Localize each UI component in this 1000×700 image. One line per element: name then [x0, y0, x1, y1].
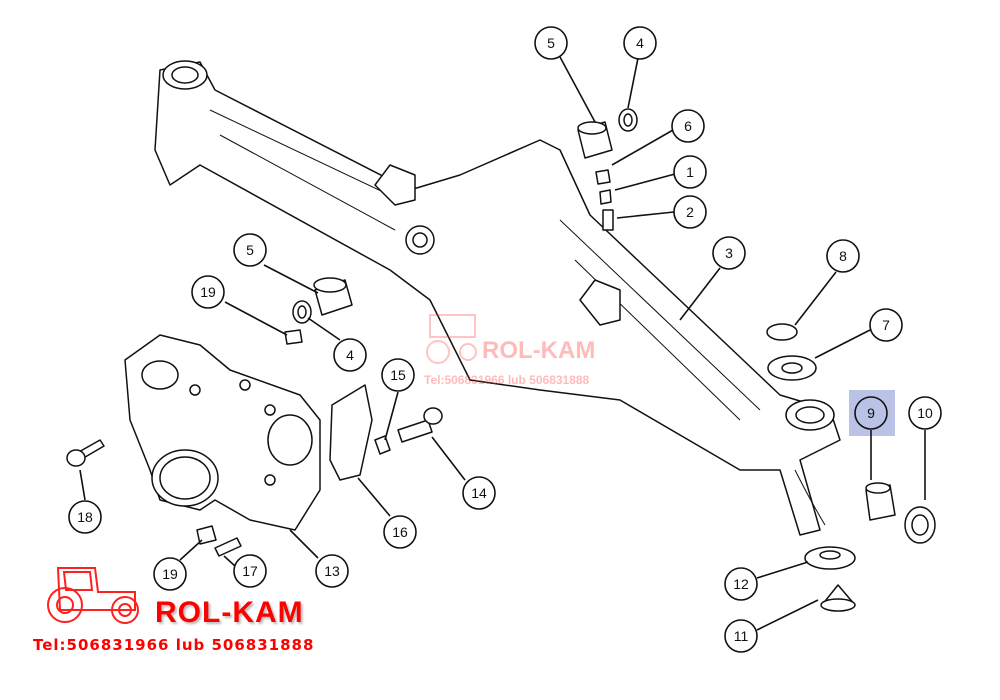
callout-circle: [673, 195, 707, 229]
callout-11[interactable]: 11: [724, 619, 758, 653]
callout-8[interactable]: 8: [826, 239, 860, 273]
callout-5[interactable]: 5: [233, 233, 267, 267]
callout-7[interactable]: 7: [869, 308, 903, 342]
callout-12[interactable]: 12: [724, 567, 758, 601]
callout-9[interactable]: 9: [854, 396, 888, 430]
callout-label: 10: [917, 405, 933, 421]
callout-circle: [673, 155, 707, 189]
callout-label: 16: [392, 524, 408, 540]
callout-circle: [233, 233, 267, 267]
callout-label: 5: [547, 35, 555, 51]
callout-label: 9: [867, 405, 875, 421]
watermark-brand: ROL-KAM: [482, 337, 595, 364]
callout-16[interactable]: 16: [383, 515, 417, 549]
callout-circle: [869, 308, 903, 342]
callout-6[interactable]: 6: [671, 109, 705, 143]
callout-label: 15: [390, 367, 406, 383]
small-parts: [66, 108, 936, 612]
callout-circle: [333, 338, 367, 372]
callout-circle: [153, 557, 187, 591]
watermark-phone: Tel:506831966 lub 506831888: [424, 373, 590, 387]
callout-label: 4: [636, 35, 644, 51]
callout-label: 2: [686, 204, 694, 220]
callout-circle: [534, 26, 568, 60]
callout-13[interactable]: 13: [315, 554, 349, 588]
logo-phone: Tel:506831966 lub 506831888: [33, 636, 315, 654]
callout-circle: [623, 26, 657, 60]
logo-brand: ROL-KAM: [155, 596, 304, 629]
leader-lines: [79, 56, 926, 631]
callout-15[interactable]: 15: [381, 358, 415, 392]
callout-4[interactable]: 4: [333, 338, 367, 372]
callout-4[interactable]: 4: [623, 26, 657, 60]
callout-label: 13: [324, 563, 340, 579]
callout-circle: [68, 500, 102, 534]
callout-label: 14: [471, 485, 487, 501]
callout-10[interactable]: 10: [908, 396, 942, 430]
callout-label: 18: [77, 509, 93, 525]
callout-3[interactable]: 3: [712, 236, 746, 270]
callout-1[interactable]: 1: [673, 155, 707, 189]
callout-circle: [191, 275, 225, 309]
callout-18[interactable]: 18: [68, 500, 102, 534]
callout-circle: [712, 236, 746, 270]
callout-circle: [233, 554, 267, 588]
callout-circle: [315, 554, 349, 588]
callout-label: 19: [162, 566, 178, 582]
center-watermark: ROL-KAM Tel:506831966 lub 506831888: [424, 314, 595, 387]
axle-housing: [154, 60, 841, 536]
callout-circle: [854, 396, 888, 430]
callout-19[interactable]: 19: [153, 557, 187, 591]
callout-circle: [826, 239, 860, 273]
callout-label: 6: [684, 118, 692, 134]
callout-2[interactable]: 2: [673, 195, 707, 229]
tractor-logo-icon: [47, 567, 139, 624]
callout-circle: [908, 396, 942, 430]
callout-19[interactable]: 19: [191, 275, 225, 309]
callout-label: 4: [346, 347, 354, 363]
callout-circle: [383, 515, 417, 549]
callout-circle: [671, 109, 705, 143]
callout-label: 8: [839, 248, 847, 264]
callout-5[interactable]: 5: [534, 26, 568, 60]
callout-label: 19: [200, 284, 216, 300]
callout-label: 5: [246, 242, 254, 258]
callout-label: 1: [686, 164, 694, 180]
callout-label: 12: [733, 576, 749, 592]
callout-label: 3: [725, 245, 733, 261]
callout-circle: [724, 619, 758, 653]
callout-14[interactable]: 14: [462, 476, 496, 510]
callout-17[interactable]: 17: [233, 554, 267, 588]
callout-circle: [724, 567, 758, 601]
callout-label: 7: [882, 317, 890, 333]
callout-label: 11: [734, 628, 749, 644]
callout-label: 17: [242, 563, 258, 579]
callout-circle: [381, 358, 415, 392]
callout-circle: [462, 476, 496, 510]
steering-knuckle: [124, 334, 321, 531]
